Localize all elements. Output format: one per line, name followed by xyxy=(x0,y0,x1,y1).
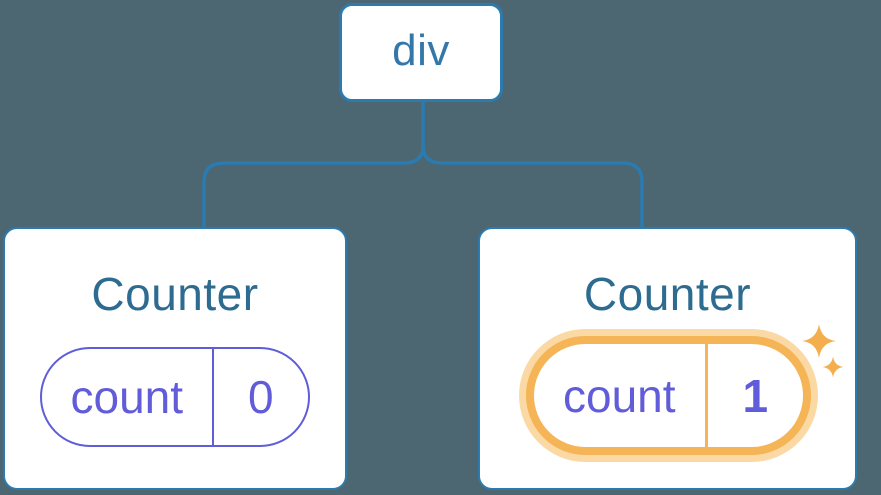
card-title: Counter xyxy=(583,268,752,320)
sparkle-large xyxy=(802,324,836,358)
connector-left-branch xyxy=(202,101,425,228)
state-pill: count 0 xyxy=(40,347,310,447)
state-value: 0 xyxy=(247,371,274,423)
counter-card-right: Counter count 1 xyxy=(478,227,857,490)
connector-right-branch xyxy=(421,101,644,228)
state-key-label: count xyxy=(534,344,708,447)
root-node: div xyxy=(339,3,503,102)
card-title: Counter xyxy=(91,268,259,320)
state-key-label: count xyxy=(42,349,214,445)
root-node-label: div xyxy=(392,25,450,75)
sparkle-small xyxy=(822,356,844,378)
counter-card-left: Counter count 0 xyxy=(3,227,347,490)
state-value: 1 xyxy=(742,369,769,422)
sparkle-icon xyxy=(802,324,844,378)
state-pill-highlighted: count 1 xyxy=(526,336,811,455)
